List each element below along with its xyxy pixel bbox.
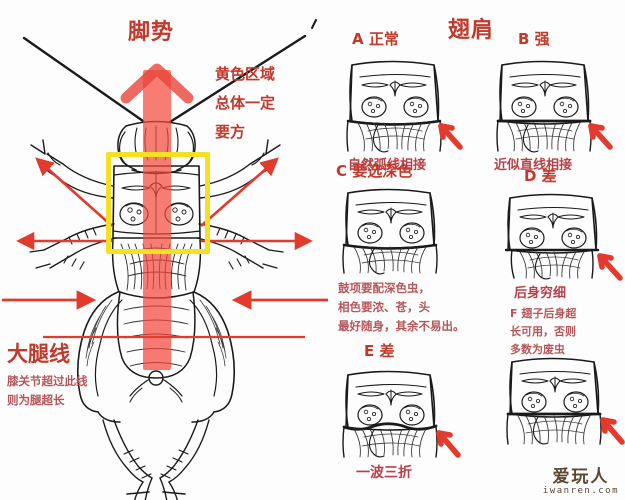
panel-F-note-2: 长可用，否则 (510, 325, 576, 338)
panel-B-label: B 强 (518, 30, 550, 48)
panel-C-notes: 鼓项要配深色虫， 相色要浓、苍，头 最好随身，其余不易出。 (338, 279, 465, 336)
thigh-line-label-block: 大腿线 膝关节超过此线 则为腿超长 (7, 340, 88, 410)
watermark: 爱玩人 iwanren.com (543, 468, 619, 496)
panel-B: B 强 (488, 28, 616, 173)
thigh-line-label: 大腿线 (7, 342, 70, 366)
panel-A-caption: 自然弧线相接 (348, 158, 427, 173)
panel-E-arrow (436, 430, 461, 458)
panel-A: A 正常 (338, 28, 466, 173)
panel-A-label: A 正常 (352, 30, 399, 48)
yellow-region-note-line-3: 要方 (215, 123, 246, 141)
panel-C-note-1: 鼓项要配深色虫， (338, 281, 430, 295)
watermark-cn: 爱玩人 (552, 467, 610, 487)
panel-F (498, 348, 625, 448)
yellow-region-note-line-2: 总体一定 (215, 94, 276, 112)
up-arrow-head (120, 63, 194, 104)
panel-F-note-3: 多数为废虫 (510, 343, 565, 356)
panel-F-arrow (600, 417, 625, 445)
panel-A-wing-svg (346, 60, 463, 153)
panel-C-note-2: 相色要浓、苍，头 (338, 300, 430, 314)
section-title-wing-shoulder: 翅肩 (448, 18, 495, 43)
panel-C-label: C 要选深色 (336, 162, 413, 180)
wing-shoulder-section: 翅肩 A 正常 (330, 0, 625, 500)
page-title-foot-posture: 脚势 (128, 20, 175, 45)
yellow-region-note: 黄色区域 总体一定 要方 (215, 60, 275, 147)
yellow-region-box (106, 152, 210, 254)
panel-F-wing-svg (506, 357, 625, 445)
panel-F-note-1: F 翅子后身超 (510, 307, 577, 320)
leg-direction-arrows (16, 157, 313, 251)
panel-E-label: E 差 (364, 342, 395, 360)
thigh-line-sub-1: 膝关节超过此线 (7, 374, 88, 388)
panel-C: C 要选深色 (334, 160, 465, 336)
panel-D: D 差 (496, 165, 624, 301)
panel-F-notes: F 翅子后身超 长可用，否则 多数为废虫 (510, 305, 576, 359)
panel-E-caption: 一波三折 (356, 465, 412, 481)
panel-B-caption: 近似直线相接 (494, 158, 573, 173)
panel-B-wing-svg (496, 60, 613, 153)
panel-B-arrow (588, 123, 613, 150)
panel-E-wing-svg (342, 370, 461, 458)
watermark-en: iwanren.com (542, 486, 619, 496)
panel-D-arrow (597, 253, 623, 281)
panel-A-arrow (438, 123, 463, 150)
yellow-region-note-line-1: 黄色区域 (215, 65, 276, 83)
panel-C-note-3: 最好随身，其余不易出。 (338, 319, 465, 333)
panel-D-wing-svg (504, 193, 623, 281)
panel-D-caption: 后身穷细 (514, 286, 567, 301)
panel-D-label: D 差 (524, 167, 557, 185)
left-cricket-diagram: 脚势 黄色区域 总体一定 要方 大腿线 膝关节超过此线 则为腿超长 (2, 19, 328, 500)
red-vertical-band (143, 70, 171, 370)
panel-C-wing-svg (342, 188, 438, 275)
panel-E: E 差 (334, 340, 464, 482)
cricket-illustration-svg (2, 19, 328, 500)
thigh-line-sub-2: 则为腿超长 (7, 393, 65, 407)
